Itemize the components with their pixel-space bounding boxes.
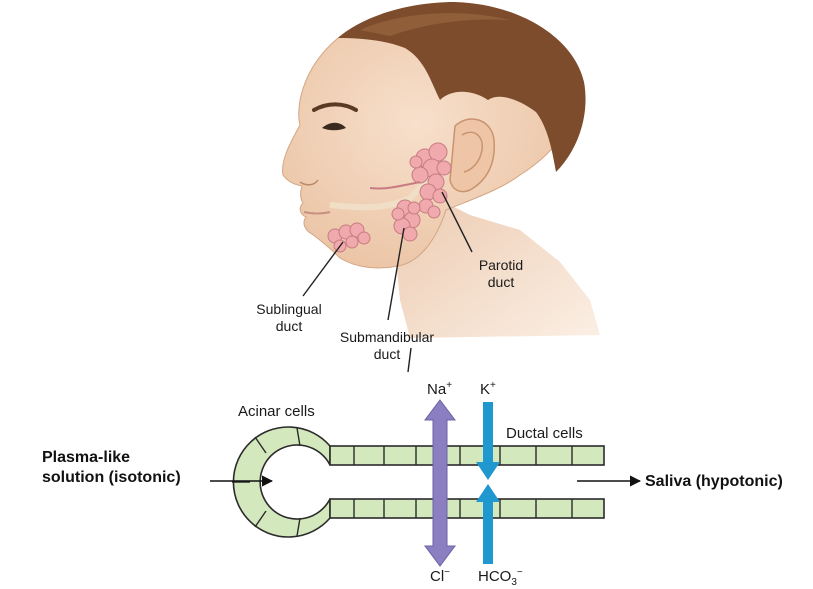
na-ion-label: Na+ xyxy=(427,380,453,401)
duct-wall-upper xyxy=(329,445,605,466)
sublingual-label-line1: Sublingual xyxy=(256,301,322,317)
hco3-ion-charge: − xyxy=(516,567,523,578)
na-ion-base: Na xyxy=(427,381,447,398)
output-label: Saliva (hypotonic) xyxy=(645,473,783,490)
ear xyxy=(449,118,496,193)
cl-ion-charge: − xyxy=(444,567,451,578)
nostril xyxy=(299,179,319,186)
hco3-ion-base: HCO xyxy=(478,568,512,585)
na-ion-charge: + xyxy=(446,380,453,391)
hco3-ion-subscript: 3 xyxy=(511,577,517,588)
submandibular-label: Submandibular duct xyxy=(332,329,442,363)
hair-highlight xyxy=(360,13,510,36)
head-illustration xyxy=(282,2,600,338)
parotid-duct-line xyxy=(369,181,421,190)
parotid-label-line1: Parotid xyxy=(478,257,524,273)
acinar-ring xyxy=(232,426,331,538)
submandibular-label-line1: Submandibular xyxy=(339,329,435,345)
submandibular-label-line2: duct xyxy=(373,346,401,362)
lips xyxy=(303,211,331,215)
cl-ion-label: Cl− xyxy=(430,567,451,588)
duct-wall-lower xyxy=(329,498,605,519)
hair xyxy=(338,2,586,172)
input-label-line2: solution (isotonic) xyxy=(42,469,181,486)
parotid-label-line2: duct xyxy=(487,274,515,290)
sublingual-label: Sublingual duct xyxy=(248,301,330,335)
acinar-cells-label: Acinar cells xyxy=(238,403,315,420)
parotid-leader xyxy=(441,191,473,253)
submandibular-gland xyxy=(391,199,421,242)
cell-divisions xyxy=(232,427,573,537)
jaw-bone xyxy=(329,175,433,211)
eyebrow xyxy=(312,102,358,112)
na-cl-arrow xyxy=(424,399,456,567)
input-label: Plasma-like solution (isotonic) xyxy=(42,448,181,488)
hco3-arrow xyxy=(476,484,500,564)
input-label-line1: Plasma-like xyxy=(42,449,131,466)
duct-diagram xyxy=(232,426,605,538)
k-ion-charge: + xyxy=(490,380,496,391)
k-ion-base: K xyxy=(480,381,491,398)
k-arrow xyxy=(476,402,500,480)
cl-ion-base: Cl xyxy=(430,568,445,585)
parotid-label: Parotid duct xyxy=(460,257,542,291)
submandibular-leader xyxy=(387,227,405,321)
connector-tick xyxy=(407,347,412,373)
neck xyxy=(395,190,600,338)
sublingual-leader xyxy=(302,241,344,297)
ductal-cells-label: Ductal cells xyxy=(506,425,583,442)
k-ion-label: K+ xyxy=(480,380,496,401)
ear-inner xyxy=(461,131,483,173)
eye xyxy=(322,122,346,131)
sublingual-label-line2: duct xyxy=(275,318,303,334)
hco3-ion-label: HCO3− xyxy=(478,567,523,588)
